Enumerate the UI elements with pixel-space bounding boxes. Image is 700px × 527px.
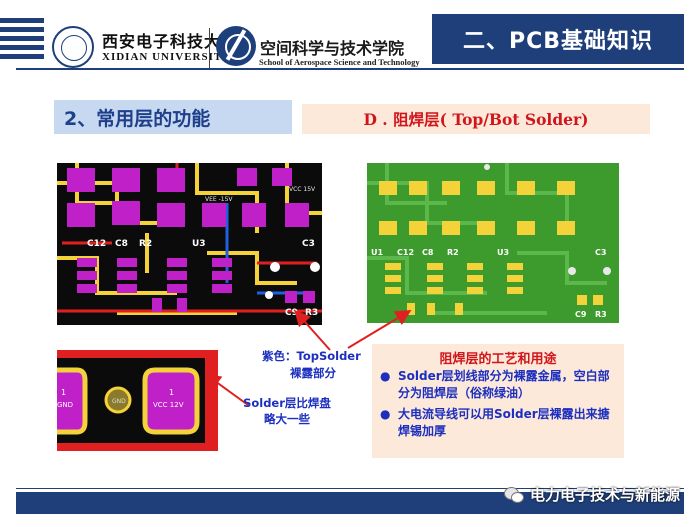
bullet-icon: ● xyxy=(380,407,391,421)
info-bullet-2-text: 大电流导线可以用Solder层裸露出来搪焊锡加厚 xyxy=(398,407,610,438)
label-r2: R2 xyxy=(139,239,152,249)
pcb-green-solder-image: U1 C12 C8 R2 U3 C3 C9 R3 xyxy=(367,163,619,323)
info-bullet-1-text: Solder层划线部分为裸露金属，空白部分为阻焊层（俗称绿油） xyxy=(398,369,610,400)
solder-process-info-box: 阻焊层的工艺和用途 ● Solder层划线部分为裸露金属，空白部分为阻焊层（俗称… xyxy=(372,344,624,458)
label-u1: U1 xyxy=(371,248,383,257)
label-r2-green: R2 xyxy=(447,248,459,257)
label-c12: C12 xyxy=(87,239,106,249)
label-c3: C3 xyxy=(302,239,315,249)
footer-rule xyxy=(16,488,684,489)
info-box-title: 阻焊层的工艺和用途 xyxy=(439,352,557,367)
label-vcc: VCC 15V xyxy=(289,186,316,193)
school-name-en: School of Aerospace Science and Technolo… xyxy=(259,57,420,67)
school-logo-icon xyxy=(216,26,256,66)
label-c8-green: C8 xyxy=(422,248,434,257)
label-c12-green: C12 xyxy=(397,248,414,257)
university-name-cn: 西安电子科技大学 xyxy=(102,32,239,51)
wechat-icon xyxy=(503,486,524,503)
purple-solder-note-line1: 紫色：TopSolder xyxy=(262,349,361,363)
closeup-label-1b: 1 xyxy=(169,388,174,397)
info-bullet-1: ● Solder层划线部分为裸露金属，空白部分为阻焊层（俗称绿油） xyxy=(380,368,616,402)
solder-size-note: Solder层比焊盘 略大一些 xyxy=(232,395,342,427)
closeup-label-vcc: VCC 12V xyxy=(153,401,184,409)
watermark-text: 电力电子技术与新能源 xyxy=(529,486,680,504)
label-u3-green: U3 xyxy=(497,248,509,257)
xidian-logo-icon xyxy=(52,26,94,68)
label-u3: U3 xyxy=(192,239,206,249)
label-c9-green: C9 xyxy=(575,310,587,319)
pcb-closeup-image: 1 GND GND 1 VCC 12V xyxy=(57,350,218,451)
header-rule xyxy=(16,68,684,70)
section-title: 2、常用层的功能 xyxy=(54,100,292,134)
header-divider xyxy=(209,28,210,68)
university-name-en: XIDIAN UNIVERSITY xyxy=(102,51,232,63)
solder-size-note-line2: 略大一些 xyxy=(264,412,310,426)
info-bullet-2: ● 大电流导线可以用Solder层裸露出来搪焊锡加厚 xyxy=(380,406,616,440)
label-c3-green: C3 xyxy=(595,248,606,257)
pcb-purple-solder-image: C12 C8 R2 U3 C3 C9 R3 VCC 15V VEE -15V xyxy=(57,163,322,325)
purple-solder-note-line2: 裸露部分 xyxy=(290,366,336,380)
bullet-icon: ● xyxy=(380,369,391,383)
label-r3-green: R3 xyxy=(595,310,607,319)
label-c8: C8 xyxy=(115,239,128,249)
school-name-cn: 空间科学与技术学院 xyxy=(260,39,405,58)
solder-size-note-line1: Solder层比焊盘 xyxy=(243,396,331,410)
purple-solder-note: 紫色：TopSolder 裸露部分 xyxy=(262,348,374,382)
footer-watermark: 电力电子技术与新能源 xyxy=(503,484,680,505)
closeup-label-gnd-a: GND xyxy=(57,401,73,409)
label-c9: C9 xyxy=(285,308,298,318)
slide-title: 二、PCB基础知识 xyxy=(432,14,684,64)
header-stripes xyxy=(0,18,44,66)
closeup-label-gnd-b: GND xyxy=(112,398,126,405)
label-r3: R3 xyxy=(305,308,318,318)
closeup-label-1a: 1 xyxy=(61,388,66,397)
label-vee: VEE -15V xyxy=(205,196,233,203)
section-subtitle: D . 阻焊层( Top/Bot Solder) xyxy=(302,104,650,134)
